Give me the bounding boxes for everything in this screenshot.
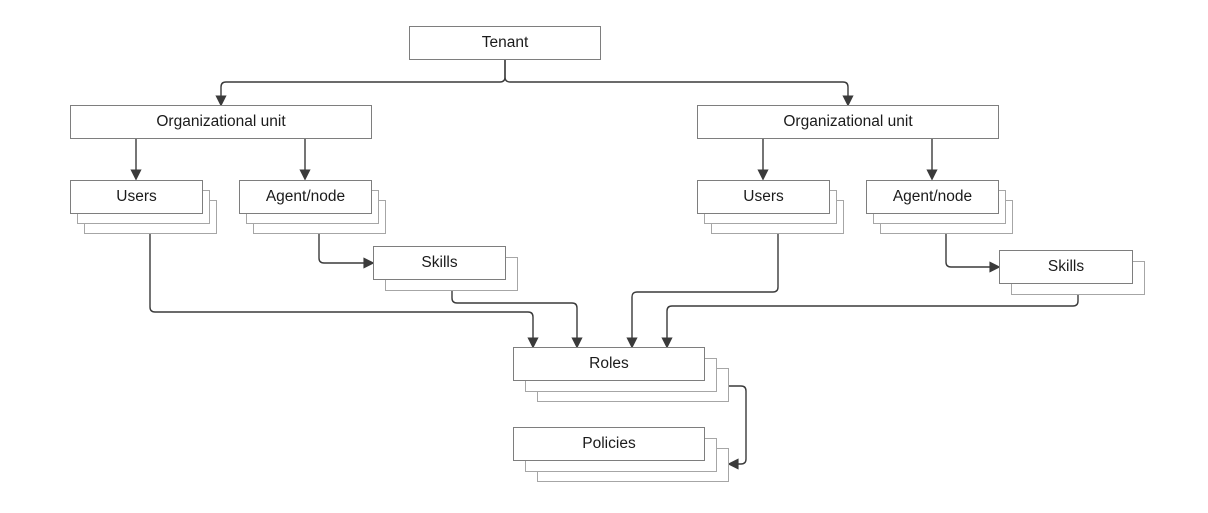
- node-users-left: Users: [70, 180, 217, 234]
- node-roles-label: Roles: [513, 347, 705, 381]
- node-agent-node-right-label: Agent/node: [866, 180, 999, 214]
- edge-roles-policies: [727, 385, 747, 470]
- node-tenant: Tenant: [409, 26, 601, 60]
- edge-agentright-skillsright: [945, 234, 1001, 273]
- node-org-unit-right: Organizational unit: [697, 105, 999, 139]
- node-org-unit-left-label: Organizational unit: [70, 105, 372, 139]
- node-policies: Policies: [513, 427, 729, 482]
- node-org-unit-right-label: Organizational unit: [697, 105, 999, 139]
- edge-usersleft-roles: [149, 234, 539, 349]
- node-agent-node-left: Agent/node: [239, 180, 386, 234]
- edge-skillsright-roles: [661, 295, 1079, 349]
- node-users-left-label: Users: [70, 180, 203, 214]
- node-tenant-label: Tenant: [409, 26, 601, 60]
- edge-agentleft-skillsleft: [318, 234, 375, 269]
- node-roles: Roles: [513, 347, 729, 402]
- node-agent-node-left-label: Agent/node: [239, 180, 372, 214]
- node-org-unit-left: Organizational unit: [70, 105, 372, 139]
- edge-tenant-orgleft: [215, 60, 506, 107]
- edge-tenant-orgright: [504, 60, 854, 107]
- node-skills-right: Skills: [999, 250, 1145, 295]
- edge-usersright-roles: [626, 234, 779, 349]
- node-users-right: Users: [697, 180, 844, 234]
- node-skills-left-label: Skills: [373, 246, 506, 280]
- edge-skillsleft-roles: [451, 291, 583, 349]
- node-users-right-label: Users: [697, 180, 830, 214]
- node-skills-right-label: Skills: [999, 250, 1133, 284]
- node-agent-node-right: Agent/node: [866, 180, 1013, 234]
- node-skills-left: Skills: [373, 246, 518, 291]
- node-policies-label: Policies: [513, 427, 705, 461]
